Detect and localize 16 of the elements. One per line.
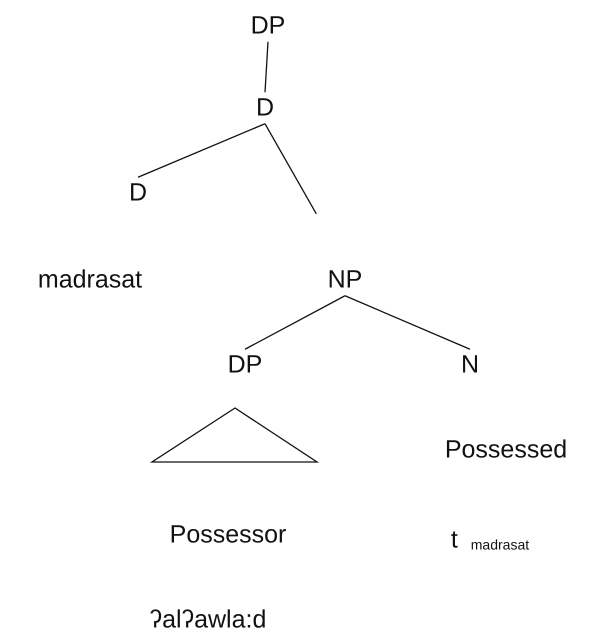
word-label: t $_{madrasat}$	[450, 526, 530, 554]
tree-branch	[244, 295, 346, 350]
word-label: Possessed	[444, 436, 568, 464]
word-label: madrasat	[38, 266, 142, 294]
tree-label: NP	[328, 266, 362, 294]
tree-branch	[138, 123, 266, 178]
word-label: Possessor	[170, 521, 286, 549]
tree-label: DP	[228, 351, 262, 379]
tree-label: D	[128, 179, 148, 207]
tree-label: N	[460, 351, 480, 379]
tree-branch	[264, 42, 269, 92]
tree-label: DP	[250, 12, 286, 40]
tree-branch	[344, 295, 470, 350]
tree-branch	[264, 123, 317, 214]
tree-label: D	[256, 94, 274, 122]
word-label: ʔalʔawla:d	[150, 606, 266, 634]
